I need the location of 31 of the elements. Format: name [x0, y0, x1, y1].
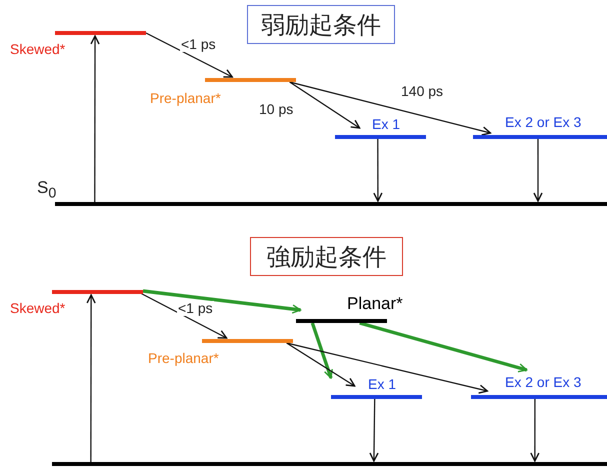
transition-arrow — [533, 139, 543, 202]
transition-arrow — [369, 399, 379, 462]
condition-heading-box: 弱励起条件 — [247, 5, 395, 44]
level-label: Ex 2 or Ex 3 — [505, 114, 582, 130]
transition-arrow — [286, 342, 488, 394]
transition-arrow — [359, 321, 528, 372]
ground-state-label: S$_{0}$ — [37, 178, 56, 204]
edge-label: 140 ps — [400, 84, 444, 99]
transition-arrow — [373, 139, 383, 202]
level-label: Ex 2 or Ex 3 — [505, 374, 582, 390]
condition-heading-box: 強励起条件 — [250, 237, 403, 276]
edge-label: <1 ps — [180, 37, 217, 52]
edge-label: <1 ps — [177, 301, 214, 316]
transition-arrow — [86, 294, 96, 462]
level-label: Skewed* — [10, 41, 66, 57]
transition-arrow — [146, 32, 233, 78]
transition-arrow — [286, 342, 356, 387]
transition-arrow — [289, 82, 360, 129]
edge-label: 10 ps — [258, 102, 294, 117]
transition-arrow — [310, 322, 333, 379]
transition-arrow — [530, 399, 540, 462]
transition-arrow — [140, 292, 228, 339]
level-label: Pre-planar* — [150, 90, 221, 106]
level-label: Pre-planar* — [148, 350, 219, 366]
level-label: Skewed* — [10, 300, 66, 316]
level-label: Ex 1 — [368, 376, 396, 392]
level-label: Planar* — [347, 294, 403, 313]
level-label: Ex 1 — [372, 116, 400, 132]
transition-arrow — [142, 289, 302, 314]
transition-arrow — [90, 35, 100, 202]
transition-arrow — [289, 81, 492, 136]
